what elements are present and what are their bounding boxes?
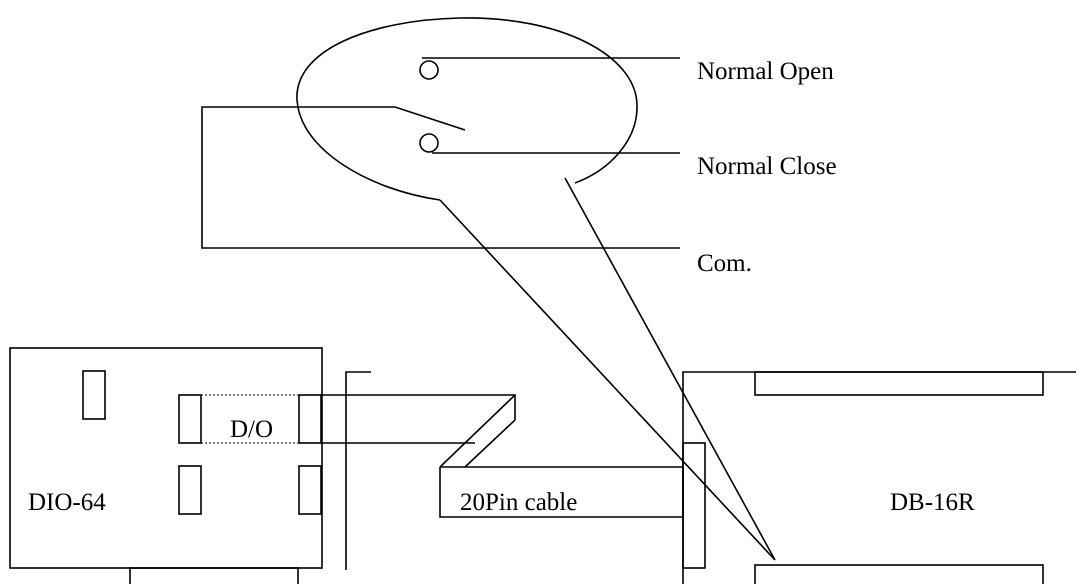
switch-arm <box>394 106 466 131</box>
cable-upper-edge <box>321 394 516 420</box>
close-contact-terminal <box>419 133 439 153</box>
dio-connector-bottom-right <box>298 465 322 515</box>
label-normal-open: Normal Open <box>697 58 834 85</box>
callout-ellipse <box>296 17 638 201</box>
relay-board-top-connector <box>754 371 1044 396</box>
relay-board-label: DB-16R <box>890 489 975 516</box>
label-normal-close: Normal Close <box>697 153 837 180</box>
dio-edge-connector <box>129 567 299 584</box>
relay-board-outline <box>682 371 1076 584</box>
dio-connector-top-right <box>298 394 322 444</box>
dio-board-label: DIO-64 <box>28 489 106 516</box>
dio-board-outline <box>9 347 323 569</box>
relay-board-input-header <box>682 442 706 569</box>
relay-board-bottom-connector <box>754 564 1044 584</box>
pc-slot-bracket <box>345 371 371 570</box>
dio-board <box>9 347 371 584</box>
dio-connector-top-mid <box>178 394 202 444</box>
label-com: Com. <box>697 250 752 277</box>
callout-pointer-right <box>564 177 776 561</box>
open-contact-terminal <box>419 60 439 80</box>
common-wire <box>201 106 680 249</box>
relay-detail <box>201 17 776 561</box>
dio-connector-bottom-mid <box>178 465 202 515</box>
cable-label: 20Pin cable <box>460 489 577 516</box>
cable-fold-line-1 <box>439 394 516 468</box>
callout-pointer-left <box>439 199 776 561</box>
dio-port-label: D/O <box>230 416 273 443</box>
cable-fold-line-2 <box>464 419 516 468</box>
relay-board <box>682 371 1076 584</box>
dio-chip-top-left <box>82 370 106 420</box>
